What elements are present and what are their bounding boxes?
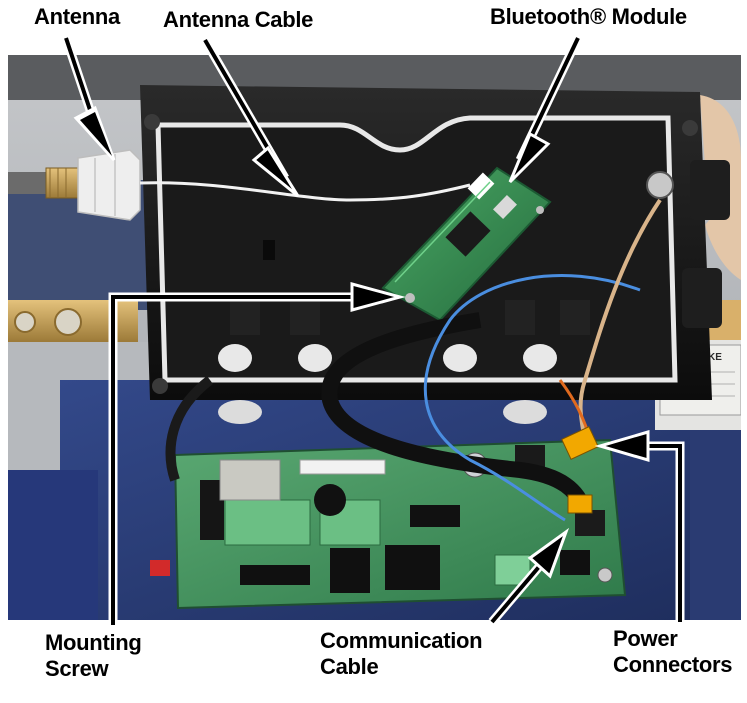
label-mounting-screw-line1: Mounting <box>45 630 142 655</box>
photo: RICE LAKE <box>8 55 741 620</box>
communication-cable <box>423 274 641 522</box>
callout-arrows <box>61 36 685 625</box>
cable-gland-right <box>646 160 730 328</box>
label-bluetooth-module: Bluetooth® Module <box>490 4 687 29</box>
label-mounting-screw: Mounting Screw <box>45 630 142 682</box>
bluetooth-module-arrow <box>508 36 583 184</box>
label-communication-cable: Communication Cable <box>320 628 483 680</box>
antenna-arrow <box>61 36 116 162</box>
label-antenna: Antenna <box>34 4 120 29</box>
communication-cable-arrow <box>488 527 570 625</box>
brass-block <box>8 300 138 342</box>
label-power-connectors: Power Connectors <box>613 626 733 678</box>
bluetooth-module <box>381 166 552 322</box>
power-connector <box>561 426 605 536</box>
label-communication-cable-line2: Cable <box>320 654 379 679</box>
circuit-board <box>150 438 627 610</box>
label-communication-cable-line1: Communication <box>320 628 483 653</box>
antenna-cable <box>139 181 471 202</box>
label-antenna-cable: Antenna Cable <box>163 7 314 32</box>
antenna-cable-arrow <box>201 37 300 198</box>
mounting-screw-arrow <box>108 282 406 625</box>
cables <box>165 198 662 536</box>
label-power-connectors-line1: Power <box>613 626 678 651</box>
power-connectors-arrow <box>594 430 685 622</box>
antenna <box>8 149 141 221</box>
label-mounting-screw-line2: Screw <box>45 656 109 681</box>
label-power-connectors-line2: Connectors <box>613 652 733 677</box>
